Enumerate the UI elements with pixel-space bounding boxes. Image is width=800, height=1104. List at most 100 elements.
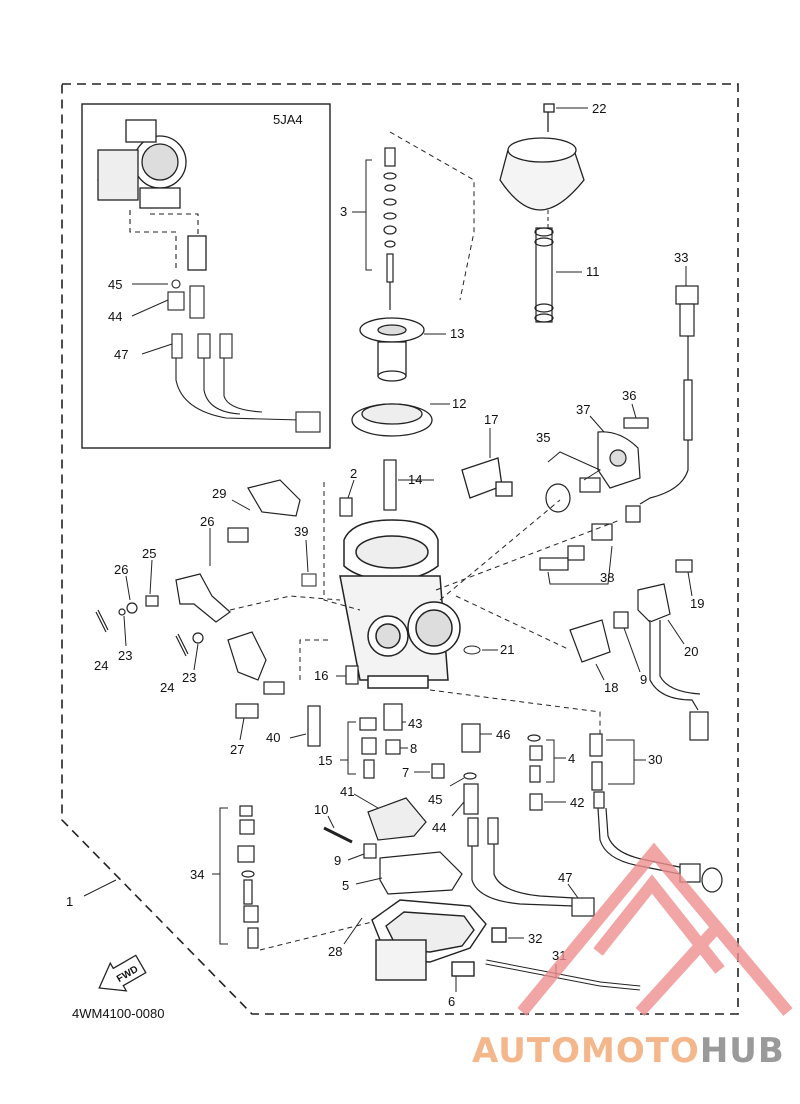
fwd-arrow: FWD: [98, 954, 147, 992]
watermark-auto: AUTO: [472, 1031, 581, 1071]
dash-30: [429, 689, 601, 734]
leader-29: [231, 499, 251, 511]
choke-cable-33: [639, 285, 699, 505]
outer-dashed-boundary: [61, 83, 739, 1015]
leader-39: [305, 539, 309, 573]
bracket-38: [547, 545, 613, 585]
leader-23a: [123, 615, 127, 647]
label-29: 29: [212, 486, 226, 501]
label-47-inset: 47: [114, 347, 128, 362]
label-24a: 24: [94, 658, 108, 673]
label-40: 40: [266, 730, 280, 745]
cover-ring-12: [351, 403, 433, 437]
label-23b: 23: [182, 670, 196, 685]
label-23a: 23: [118, 648, 132, 663]
bracket-35: [547, 451, 602, 481]
center-sensor-parts: [461, 723, 595, 917]
inset-label: 5JA4: [273, 112, 303, 127]
label-46: 46: [496, 727, 510, 742]
lower-jets: [307, 665, 445, 779]
leader-36: [631, 403, 637, 419]
leader-5: [355, 877, 383, 885]
leader-2: [347, 479, 355, 499]
spring-11: [534, 227, 554, 323]
inset-throttle-body: [97, 119, 207, 271]
leader-27: [239, 717, 245, 741]
inset-box: [81, 103, 331, 449]
float-parts: [323, 797, 463, 895]
diagram-code: 4WM4100-0080: [72, 1006, 165, 1021]
label-2: 2: [350, 466, 357, 481]
leader-20: [667, 619, 685, 645]
label-12: 12: [452, 396, 466, 411]
label-10: 10: [314, 802, 328, 817]
sensor-19-20: [637, 559, 709, 741]
label-43: 43: [408, 716, 422, 731]
stack-34: [237, 805, 259, 949]
label-18: 18: [604, 680, 618, 695]
inset-wires: [129, 210, 321, 433]
label-41: 41: [340, 784, 354, 799]
leader-47b: [567, 883, 579, 899]
label-36: 36: [622, 388, 636, 403]
watermark-moto: MOTO: [581, 1031, 700, 1071]
label-4: 4: [568, 751, 575, 766]
label-5: 5: [342, 878, 349, 893]
label-21: 21: [500, 642, 514, 657]
label-1: 1: [66, 894, 73, 909]
label-6: 6: [448, 994, 455, 1009]
drain-hose-31-inner: [485, 960, 641, 990]
label-45b: 45: [428, 792, 442, 807]
watermark-text: AUTOMOTOHUB: [472, 1031, 785, 1071]
float-bowl: [371, 899, 507, 981]
leader-9b: [347, 853, 365, 861]
leader-26a: [125, 575, 131, 601]
leader-18: [595, 663, 605, 681]
label-44b: 44: [432, 820, 446, 835]
plate-18: [569, 611, 629, 663]
carburetor-body: [339, 519, 461, 689]
label-28: 28: [328, 944, 342, 959]
leader-41: [353, 793, 379, 809]
label-45-inset: 45: [108, 277, 122, 292]
label-44-inset: 44: [108, 309, 122, 324]
leader-19: [687, 571, 693, 597]
label-26a: 26: [114, 562, 128, 577]
label-20: 20: [684, 644, 698, 659]
bracket-34: [219, 807, 228, 945]
label-3: 3: [340, 204, 347, 219]
leader-45b: [449, 777, 465, 787]
label-24b: 24: [160, 680, 174, 695]
label-47b: 47: [558, 870, 572, 885]
needle-set-bracket: [365, 159, 372, 271]
label-35: 35: [536, 430, 550, 445]
leader-1: [83, 879, 117, 897]
label-13: 13: [450, 326, 464, 341]
dash-link-needle: [389, 131, 475, 301]
watermark-hub: HUB: [700, 1031, 785, 1071]
label-37: 37: [576, 402, 590, 417]
jet-needle-set: [383, 147, 397, 310]
accelerator-pump-parts: [545, 417, 649, 513]
label-19: 19: [690, 596, 704, 611]
connector-17: [461, 457, 513, 499]
leader-10: [327, 815, 335, 829]
label-30: 30: [648, 752, 662, 767]
label-27: 27: [230, 742, 244, 757]
leader-9a: [623, 627, 641, 673]
parts-4-42: [527, 734, 543, 811]
label-16: 16: [314, 668, 328, 683]
label-17: 17: [484, 412, 498, 427]
label-22: 22: [592, 101, 606, 116]
leader-28: [343, 917, 363, 945]
leader-40: [289, 733, 307, 739]
label-25: 25: [142, 546, 156, 561]
label-7: 7: [402, 765, 409, 780]
piston-valve-13: [359, 317, 425, 382]
dashed-leaders: [229, 482, 621, 680]
label-38: 38: [600, 570, 614, 585]
bracket-30: [606, 739, 635, 785]
left-linkage: [118, 479, 301, 719]
cap-assembly: [499, 103, 585, 211]
